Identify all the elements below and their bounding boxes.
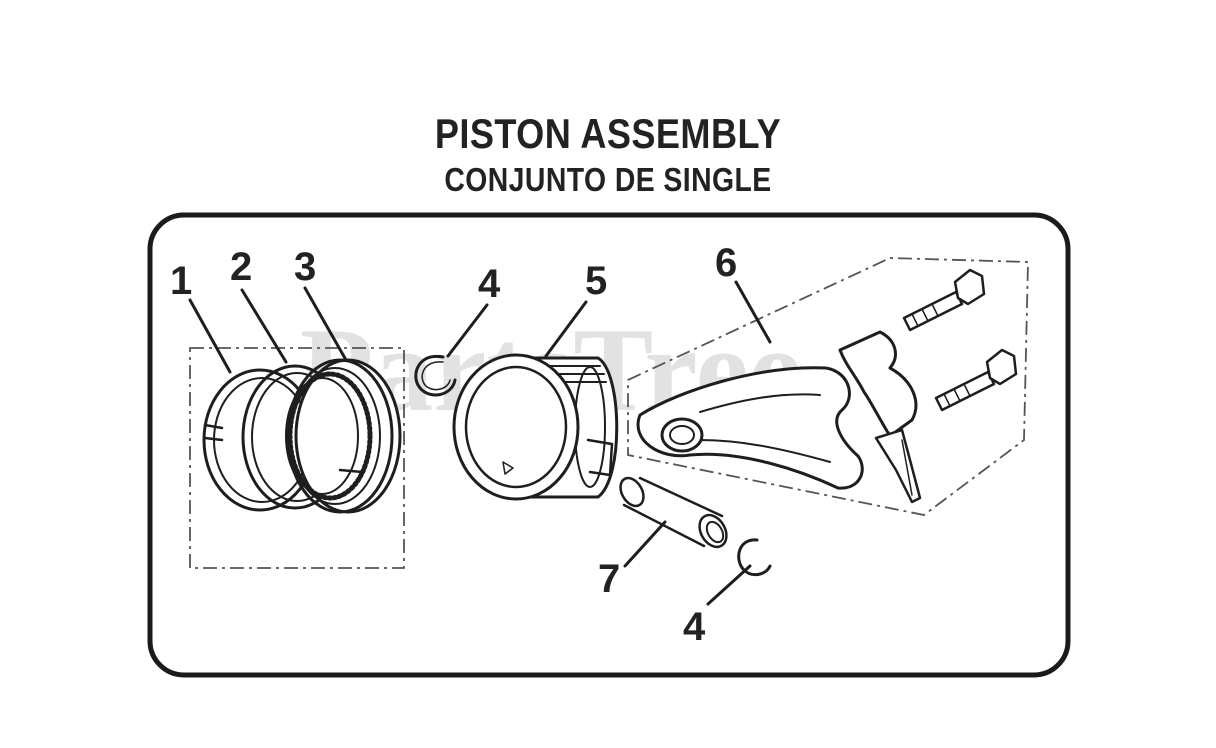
leader-lines [188,280,772,606]
callout-3: 3 [294,245,316,289]
callout-5: 5 [585,259,607,303]
callout-7: 7 [598,557,620,601]
diagram-title: PISTON ASSEMBLY [434,110,782,157]
connecting-rod-group-box [627,257,1029,516]
diagram-frame [147,212,1071,678]
rod-bolt-upper [902,268,986,332]
rod-bolt-lower [934,348,1018,412]
retaining-clip-upper [414,354,457,397]
piston-pin [619,476,728,549]
connecting-rod [636,330,922,504]
diagram-subtitle: CONJUNTO DE SINGLE [444,161,772,198]
callout-1: 1 [170,259,192,303]
retaining-clip-lower [737,538,772,577]
callout-4-upper: 4 [478,262,501,306]
callout-2: 2 [230,245,252,289]
callout-4-lower: 4 [683,605,706,649]
piston-ring-oil [285,358,402,514]
ring-set-group-box [189,347,405,569]
piston [452,353,619,501]
piston-ring-top [202,368,318,512]
callout-6: 6 [715,241,737,285]
